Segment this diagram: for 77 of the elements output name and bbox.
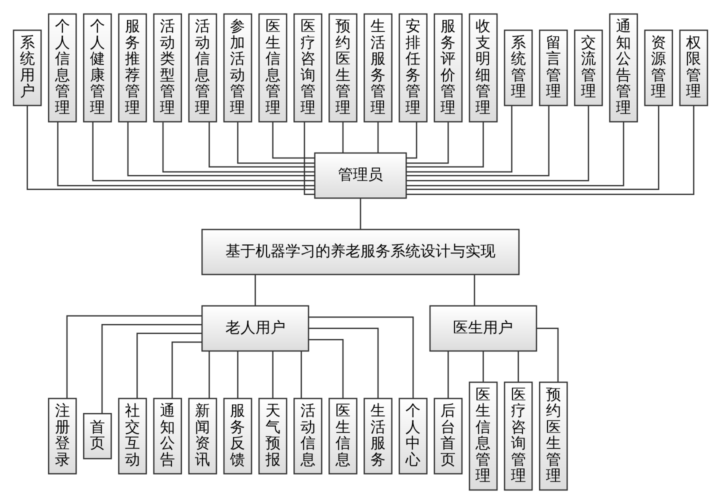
- connector: [127, 122, 315, 176]
- node-box: 系统用户: [12, 30, 42, 106]
- node-box: 医生信息管理: [468, 382, 498, 491]
- node-box: 管理员: [314, 152, 407, 199]
- connector: [482, 351, 484, 382]
- connector: [377, 122, 379, 153]
- node-box: 预约医生管理: [328, 13, 358, 122]
- connector: [406, 106, 590, 182]
- connector: [208, 122, 315, 168]
- node-box: 个人健康管理: [83, 13, 112, 122]
- node-box: 医生信息管理: [258, 13, 288, 122]
- connector: [57, 122, 315, 186]
- connector: [406, 122, 624, 186]
- connector: [237, 351, 238, 398]
- node-box: 生活服务管理: [364, 13, 392, 122]
- node-box: 医生用户: [429, 305, 538, 352]
- node-box: 交流管理: [574, 30, 603, 106]
- connector: [474, 274, 476, 306]
- node-box: 系统管理: [504, 30, 533, 106]
- node-box: 活动类型管理: [153, 13, 182, 122]
- connector: [360, 198, 362, 230]
- node-box: 生活服务: [364, 398, 392, 474]
- node-box: 通知公告管理: [609, 13, 638, 122]
- node-box: 后台首页: [434, 398, 463, 474]
- connector: [300, 351, 302, 398]
- connector: [101, 324, 202, 414]
- connector: [66, 315, 202, 398]
- connector: [162, 122, 315, 172]
- connector: [26, 106, 315, 190]
- connector: [406, 122, 418, 159]
- node-box: 医生信息: [328, 398, 358, 474]
- connector: [272, 351, 274, 398]
- node-box: 天气预报: [258, 398, 288, 474]
- connector: [172, 342, 202, 398]
- connector: [518, 351, 519, 382]
- node-box: 首页: [83, 412, 112, 460]
- node-box: 活动信息: [293, 398, 322, 474]
- connector: [136, 332, 202, 398]
- node-box: 新闻资讯: [188, 398, 218, 474]
- node-box: 权限管理: [679, 30, 708, 106]
- connector: [272, 122, 315, 159]
- connector: [406, 106, 660, 190]
- connector: [237, 122, 314, 164]
- connector: [308, 328, 379, 398]
- node-box: 基于机器学习的养老服务系统设计与实现: [201, 228, 520, 276]
- node-box: 社交互动: [118, 398, 147, 474]
- node-box: 参加活动管理: [223, 13, 252, 122]
- node-box: 医疗咨询管理: [293, 13, 322, 122]
- connector: [448, 351, 449, 398]
- connector: [92, 122, 314, 182]
- node-box: 医疗咨询管理: [504, 382, 533, 491]
- connector: [308, 316, 414, 398]
- node-box: 老人用户: [201, 305, 310, 352]
- connector: [406, 106, 512, 172]
- connector: [342, 122, 344, 153]
- node-box: 留言管理: [539, 30, 568, 106]
- node-box: 服务反馈: [223, 398, 252, 474]
- connector: [406, 106, 550, 176]
- node-box: 安排任务管理: [398, 13, 428, 122]
- node-box: 收支明细管理: [468, 13, 498, 122]
- node-box: 个人信息管理: [48, 13, 77, 122]
- connector: [406, 122, 449, 164]
- connector: [406, 105, 694, 195]
- node-box: 服务评价管理: [434, 13, 463, 122]
- node-box: 注册登录: [48, 398, 77, 474]
- node-box: 活动信息管理: [188, 13, 218, 122]
- connector: [308, 339, 344, 398]
- node-box: 个人中心: [398, 398, 428, 474]
- connector: [406, 122, 484, 168]
- node-box: 资源管理: [644, 30, 674, 106]
- connector: [536, 328, 559, 382]
- connector: [208, 351, 210, 398]
- node-box: 服务推荐管理: [118, 13, 147, 122]
- node-box: 通知公告: [153, 398, 182, 474]
- connector: [304, 122, 315, 195]
- node-box: 预约医生管理: [539, 382, 568, 491]
- connector: [254, 274, 256, 306]
